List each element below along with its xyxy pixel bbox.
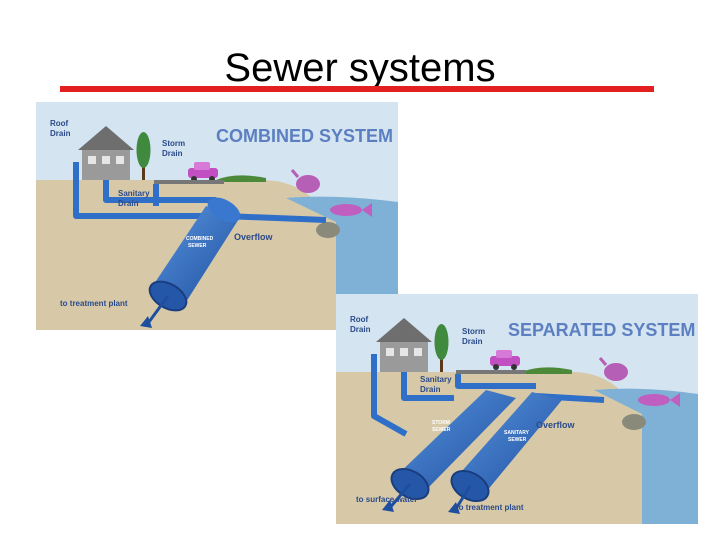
grass [522,367,572,374]
car-icon [188,162,218,182]
title-underline [60,86,654,92]
combined-sewer-label-line2: SEWER [188,243,207,249]
sanitary-drain-label: Sanitary [118,189,150,198]
slide-title: Sewer systems [224,46,496,90]
rock [622,414,646,430]
grass [216,175,266,182]
storm-sewer-label: STORM [432,420,450,426]
storm-drain-label: Storm [462,327,485,336]
storm-drain-label-line2: Drain [162,149,183,158]
rock [316,222,340,238]
heron-icon [290,169,320,193]
sanitary-sewer-label-line2: SEWER [508,437,527,443]
separated-system-diagram: SEPARATED SYSTEM Roof Drain Storm Drain … [336,294,698,524]
to-treatment-plant-label: to treatment plant [456,503,524,512]
water [594,388,698,524]
fish-icon [330,203,372,217]
storm-sewer-pipe [382,390,516,512]
heron-icon [598,357,628,381]
house-icon [376,318,432,372]
to-treatment-plant-label: to treatment plant [60,299,128,308]
storm-drain-label: Storm [162,139,185,148]
street [154,180,224,184]
roof-drain-label: Roof [350,315,369,324]
combined-heading: COMBINED SYSTEM [216,126,393,146]
roof-drain-label-line2: Drain [350,325,371,334]
sanitary-drain-label: Sanitary [420,375,452,384]
separated-heading: SEPARATED SYSTEM [508,320,695,340]
roof-drain-label: Roof [50,119,69,128]
sanitary-sewer-pipe [448,392,562,514]
combined-sewer-label: COMBINED [186,236,214,242]
sanitary-drain-label-line2: Drain [420,385,441,394]
roof-drain-label-line2: Drain [50,129,71,138]
pipe-network [73,162,327,223]
street [456,370,526,374]
storm-drain-label-line2: Drain [462,337,483,346]
combined-sewer-pipe [140,197,242,328]
sanitary-drain-label-line2: Drain [118,199,139,208]
to-surface-water-label: to surface water [356,495,417,504]
car-icon [490,350,520,370]
overflow-label: Overflow [536,420,576,430]
tree-icon [136,132,151,180]
overflow-label: Overflow [234,232,274,242]
tree-icon [434,324,449,372]
fish-icon [638,393,680,407]
sanitary-sewer-label: SANITARY [504,430,530,436]
storm-sewer-label-line2: SEWER [432,427,451,433]
house-icon [78,126,134,180]
